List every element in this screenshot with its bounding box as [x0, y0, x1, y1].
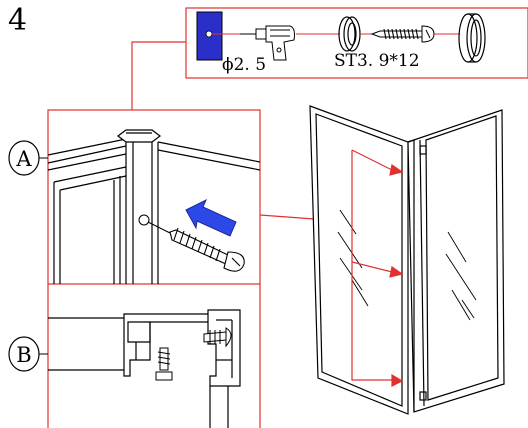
drill-icon: [240, 25, 295, 61]
detail-b-screw-horizontal: [203, 327, 232, 348]
cap-icon: [458, 13, 486, 63]
detail-b-label: B: [16, 343, 31, 367]
detail-a-frame: [47, 109, 261, 285]
detail-b-screw-vertical: [155, 347, 173, 381]
detail-b-panel: [47, 284, 261, 428]
detail-b-badge: B: [8, 336, 40, 372]
hole-callouts: [351, 149, 404, 387]
tools-strip: ϕ2. 5 ST3. 9*12: [185, 7, 528, 79]
screw-hole: [138, 214, 150, 226]
step-number: 4: [8, 3, 27, 38]
tools-strip-frame: [185, 7, 528, 79]
screw-label: ST3. 9*12: [334, 51, 420, 71]
detail-a-label: A: [15, 147, 32, 171]
screw-icon: [370, 25, 435, 43]
tools-callout-line: [131, 41, 186, 110]
wall-plate-icon: [196, 11, 223, 61]
drill-bit-label: ϕ2. 5: [222, 55, 266, 75]
shower-enclosure: [309, 105, 505, 415]
screw-large-icon: [169, 227, 245, 272]
ring-washer-icon: [338, 16, 361, 52]
detail-a-panel: [47, 109, 261, 285]
blue-arrow-icon: [185, 198, 237, 237]
detail-a-badge: A: [8, 140, 40, 176]
